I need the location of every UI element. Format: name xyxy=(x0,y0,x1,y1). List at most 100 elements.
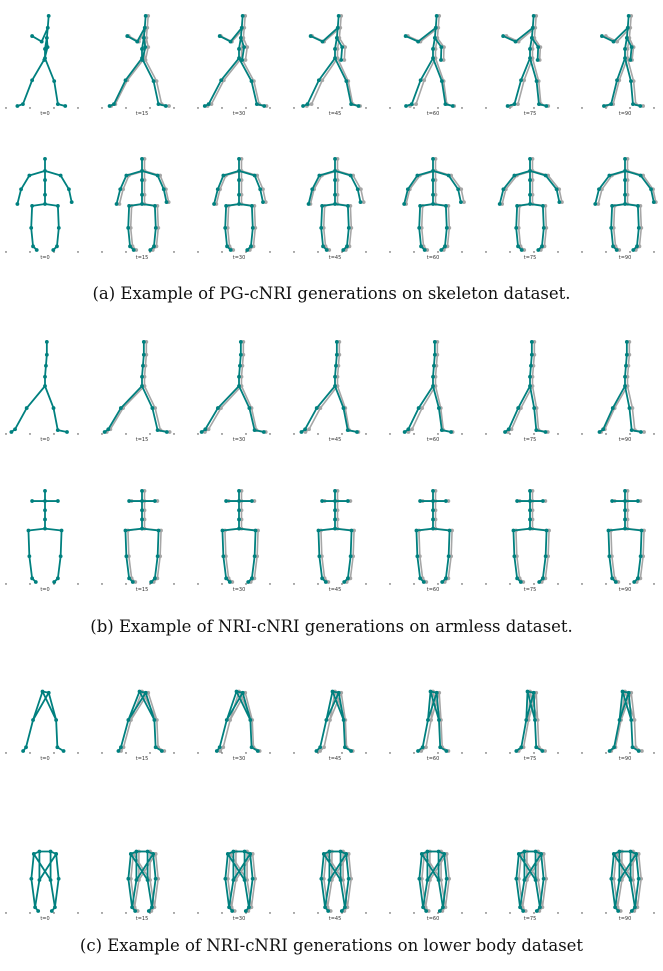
generated-skeleton xyxy=(102,339,169,434)
ground-truth-skeleton-bone xyxy=(631,46,635,61)
generated-skeleton-joint xyxy=(539,852,544,856)
frame-b-side-6: t=90 xyxy=(597,339,646,443)
generated-skeleton-joint xyxy=(617,718,622,722)
ground-dot xyxy=(653,107,655,109)
generated-skeleton-joint xyxy=(528,508,532,513)
generated-skeleton-joint xyxy=(118,406,123,410)
generated-skeleton-joint xyxy=(541,876,546,881)
time-label: t=60 xyxy=(427,255,440,261)
generated-skeleton-joint xyxy=(255,749,260,753)
ground-dot xyxy=(5,752,7,754)
generated-skeleton-joint xyxy=(63,104,68,108)
ground-truth-skeleton-joint xyxy=(342,58,347,62)
generated-skeleton-bone xyxy=(516,203,531,207)
generated-skeleton-joint xyxy=(440,580,445,584)
ground-truth-skeleton-bone xyxy=(222,719,231,749)
ground-truth-skeleton-bone xyxy=(639,555,644,580)
generated-skeleton-joint xyxy=(420,745,425,750)
generated-skeleton-bone xyxy=(639,174,652,191)
generated-skeleton-joint xyxy=(30,34,35,38)
generated-skeleton xyxy=(609,849,641,913)
ground-truth-skeleton-bone xyxy=(320,529,323,558)
ground-truth-skeleton-bone xyxy=(344,407,350,431)
generated-skeleton xyxy=(511,489,549,584)
ground-dot xyxy=(485,251,487,253)
generated-skeleton-joint xyxy=(44,363,48,368)
ground-truth-skeleton xyxy=(117,157,171,252)
ground-truth-skeleton-joint xyxy=(143,58,148,62)
generated-skeleton-joint xyxy=(227,580,232,584)
time-label: t=15 xyxy=(136,255,149,261)
generated-skeleton-joint xyxy=(52,79,57,84)
ground-dot xyxy=(413,433,415,435)
generated-skeleton xyxy=(15,157,74,252)
generated-skeleton-joint xyxy=(124,554,129,559)
frame-b-side-5: t=75 xyxy=(503,339,550,443)
generated-skeleton-bone xyxy=(512,529,516,558)
generated-skeleton-joint xyxy=(533,849,538,854)
generated-skeleton-joint xyxy=(629,79,633,84)
ground-truth-skeleton-bone xyxy=(126,57,146,82)
generated-skeleton-bone xyxy=(38,853,58,881)
ground-truth-skeleton-joint xyxy=(221,745,226,750)
generated-skeleton-joint xyxy=(623,489,627,493)
generated-skeleton-joint xyxy=(318,745,323,750)
ground-truth-skeleton-joint xyxy=(543,749,547,753)
ground-truth-skeleton-joint xyxy=(361,200,366,205)
generated-skeleton-joint xyxy=(436,878,441,882)
ground-dot xyxy=(461,251,463,253)
frame-c-front-2: t=30 xyxy=(223,849,258,922)
generated-skeleton-joint xyxy=(33,905,37,910)
generated-skeleton-bone xyxy=(250,227,254,248)
generated-skeleton-bone xyxy=(127,690,141,721)
generated-skeleton-bone xyxy=(624,385,631,409)
generated-skeleton-bone xyxy=(529,57,538,83)
generated-skeleton-bone xyxy=(224,204,228,229)
generated-skeleton-bone xyxy=(249,853,254,880)
generated-skeleton-joint xyxy=(43,374,47,379)
generated-skeleton-bone xyxy=(28,169,46,177)
generated-skeleton-joint xyxy=(554,187,559,192)
ground-truth-skeleton-bone xyxy=(611,555,616,580)
generated-skeleton-bone xyxy=(502,174,516,191)
ground-truth-skeleton-bone xyxy=(130,691,150,721)
generated-skeleton-joint xyxy=(425,849,430,854)
generated-skeleton-joint xyxy=(324,718,329,722)
ground-dot xyxy=(149,433,151,435)
generated-skeleton-bone xyxy=(324,879,331,909)
generated-skeleton-joint xyxy=(501,187,506,192)
ground-truth-skeleton-bone xyxy=(256,529,259,558)
ground-truth-skeleton-bone xyxy=(601,174,613,191)
generated-skeleton-bone xyxy=(438,719,442,749)
ground-dot xyxy=(581,912,583,914)
generated-skeleton-bone xyxy=(415,529,419,558)
generated-skeleton-joint xyxy=(249,576,254,581)
generated-skeleton-joint xyxy=(237,192,241,197)
generated-skeleton-joint xyxy=(237,526,241,531)
generated-skeleton-joint xyxy=(623,168,627,173)
frame-a-front-5: t=75 xyxy=(497,157,564,261)
ground-truth-skeleton-bone xyxy=(460,188,465,203)
generated-skeleton-joint xyxy=(140,517,144,522)
generated-skeleton-joint xyxy=(31,852,36,856)
ground-truth-skeleton-bone xyxy=(122,174,130,191)
ground-truth-skeleton-bone xyxy=(542,853,547,880)
generated-skeleton-joint xyxy=(219,78,224,83)
generated-skeleton-joint xyxy=(439,79,444,84)
generated-skeleton-bone xyxy=(349,529,353,558)
generated-skeleton xyxy=(416,689,449,753)
generated-skeleton-joint xyxy=(416,406,421,410)
generated-skeleton xyxy=(314,689,353,753)
generated-skeleton-bone xyxy=(59,174,70,191)
generated-skeleton-joint xyxy=(431,499,435,503)
generated-skeleton-bone xyxy=(235,690,252,721)
generated-skeleton xyxy=(220,489,258,584)
ground-dot xyxy=(173,752,175,754)
generated-skeleton-joint xyxy=(13,427,17,432)
generated-skeleton-joint xyxy=(19,187,23,192)
generated-skeleton xyxy=(316,489,354,584)
generated-skeleton-bone xyxy=(416,555,422,580)
ground-truth-skeleton-bone xyxy=(251,853,256,880)
generated-skeleton-joint xyxy=(126,718,131,722)
ground-dot xyxy=(581,251,583,253)
